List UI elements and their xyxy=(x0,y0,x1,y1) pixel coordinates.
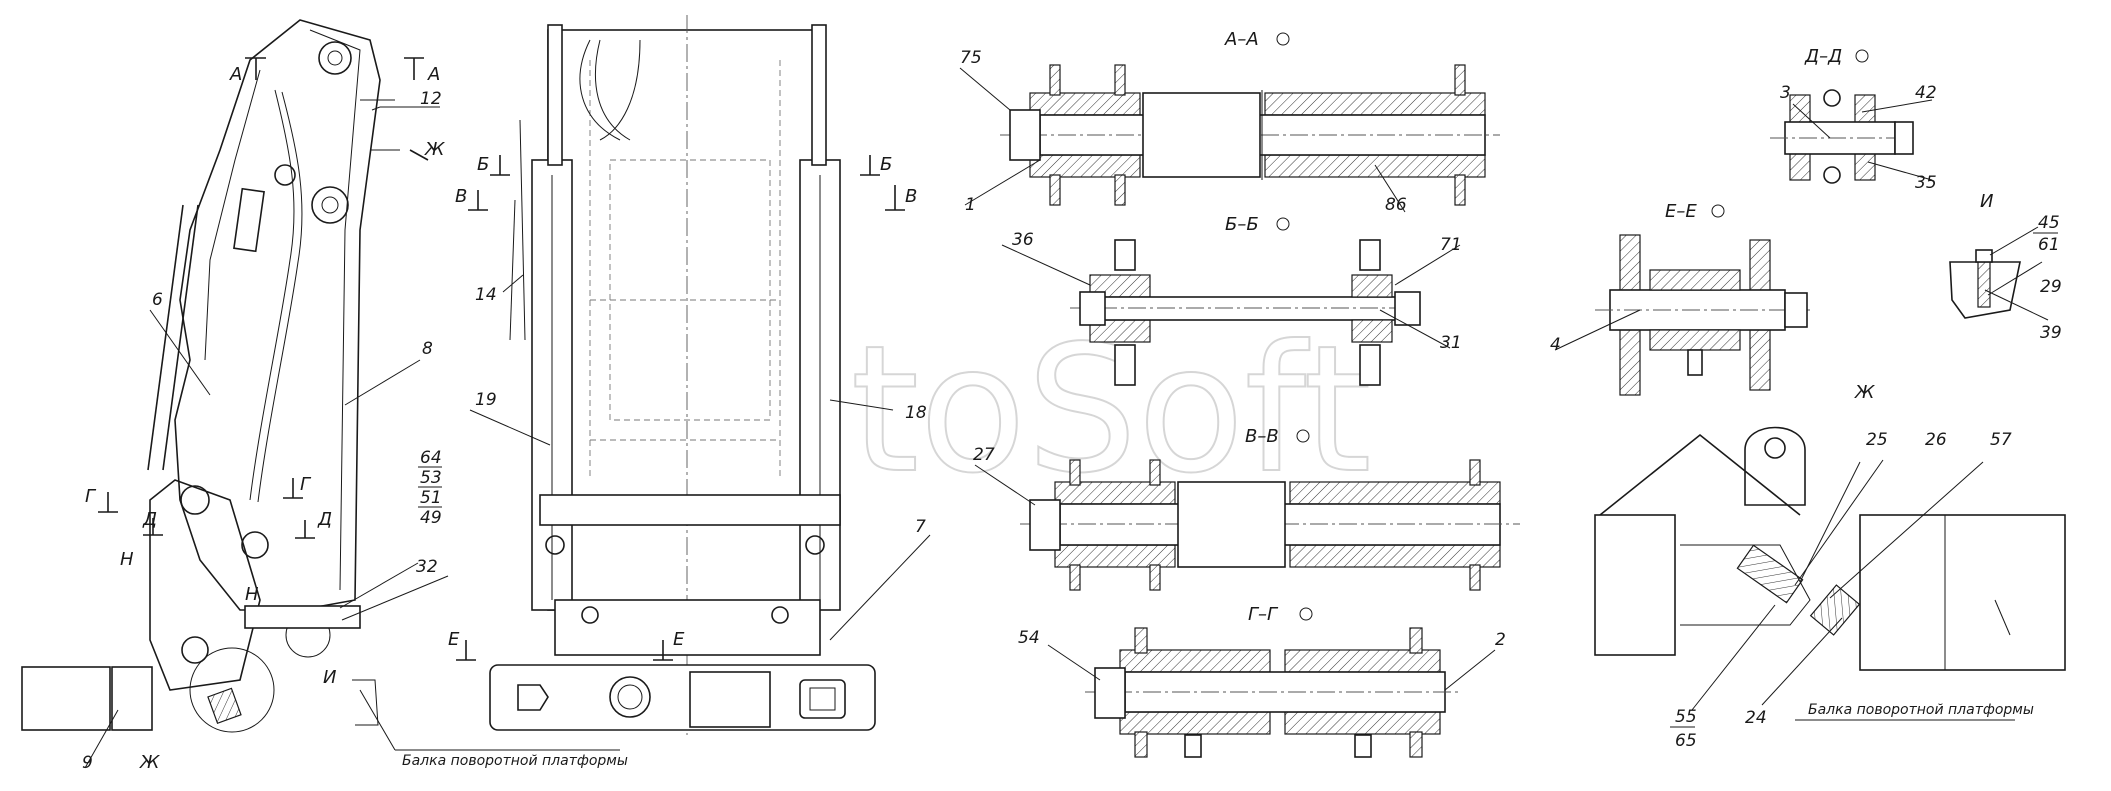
cut-mark-zh: Ж xyxy=(424,139,445,160)
callout-61: 61 xyxy=(2038,235,2060,255)
callout-8: 8 xyxy=(422,339,433,359)
callout-1: 1 xyxy=(965,195,976,215)
callout-19: 19 xyxy=(475,390,497,410)
section-aa xyxy=(1000,64,1500,206)
callout-9: 9 xyxy=(82,753,93,773)
section-vv xyxy=(1020,459,1520,591)
side-view xyxy=(21,19,400,733)
leader-lines xyxy=(84,67,2049,769)
cut-mark-n-left: Н xyxy=(120,549,134,570)
section-title-ee: Е–Е xyxy=(1665,201,1697,222)
cut-mark-zh-bottom: Ж xyxy=(139,752,160,773)
rotate-icon-gg xyxy=(1299,607,1313,621)
section-bb xyxy=(1070,239,1421,386)
callout-25: 25 xyxy=(1866,430,1888,450)
callout-53: 53 xyxy=(420,468,442,488)
callout-31: 31 xyxy=(1440,333,1462,353)
view-i xyxy=(1949,249,2021,319)
callout-57: 57 xyxy=(1990,430,2012,450)
section-title-bb: Б–Б xyxy=(1225,214,1259,235)
callout-stack-zh: 55 65 xyxy=(1670,707,1697,751)
cut-mark-v-right: В xyxy=(905,186,917,207)
callout-75: 75 xyxy=(960,48,982,68)
callout-stack-left: 64 53 51 49 xyxy=(418,448,442,528)
cut-mark-d-right: Д xyxy=(317,509,332,530)
note-beam-left: Балка поворотной платформы xyxy=(402,753,628,769)
section-title-dd: Д–Д xyxy=(1804,46,1842,67)
section-title-zh: Ж xyxy=(1854,382,1875,403)
cut-mark-n-right: Н xyxy=(245,584,259,605)
callout-2: 2 xyxy=(1495,630,1506,650)
callout-42: 42 xyxy=(1915,83,1937,103)
callout-7: 7 xyxy=(915,517,926,537)
rotate-icon-aa xyxy=(1276,32,1290,46)
section-gg xyxy=(1085,627,1460,758)
callout-55: 55 xyxy=(1675,707,1697,727)
callout-71: 71 xyxy=(1440,235,1462,255)
callout-14: 14 xyxy=(475,285,497,305)
section-dd xyxy=(1770,89,1914,184)
rotate-icon-vv xyxy=(1296,429,1310,443)
callout-3: 3 xyxy=(1780,83,1791,103)
cut-mark-i: И xyxy=(323,667,336,688)
callout-27: 27 xyxy=(973,445,995,465)
callout-29: 29 xyxy=(2040,277,2062,297)
section-title-vv: В–В xyxy=(1245,426,1279,447)
cut-mark-a-right: А xyxy=(427,64,440,85)
callout-6: 6 xyxy=(152,290,163,310)
callout-18: 18 xyxy=(905,403,927,423)
callout-54: 54 xyxy=(1018,628,1040,648)
cut-mark-e-left: Е xyxy=(448,629,460,650)
section-title-gg: Г–Г xyxy=(1248,604,1279,625)
cut-mark-e-right: Е xyxy=(673,629,685,650)
cut-mark-g-left: Г xyxy=(85,486,97,507)
rotate-icon-ee xyxy=(1711,204,1725,218)
cut-mark-g-right: Г xyxy=(300,474,312,495)
cut-mark-d-left: Д xyxy=(142,509,157,530)
view-zh xyxy=(1594,426,2066,671)
callout-86: 86 xyxy=(1385,195,1407,215)
callout-49: 49 xyxy=(420,508,442,528)
cut-mark-a-left: А xyxy=(229,64,242,85)
cut-mark-b-right: Б xyxy=(880,154,892,175)
section-ee xyxy=(1595,234,1810,396)
callout-stack-i: 45 61 xyxy=(2033,213,2060,255)
cut-mark-b-left: Б xyxy=(477,154,489,175)
cut-marks: А А Б Б В В Ж Г Г Д Д Н Н Е Е И Ж xyxy=(85,57,917,773)
callout-64: 64 xyxy=(420,448,442,468)
callout-51: 51 xyxy=(420,488,442,508)
callout-4: 4 xyxy=(1550,335,1561,355)
callout-39: 39 xyxy=(2040,323,2062,343)
callout-65: 65 xyxy=(1675,731,1697,751)
callout-36: 36 xyxy=(1012,230,1034,250)
section-title-i: И xyxy=(1980,191,1993,212)
callout-45: 45 xyxy=(2038,213,2060,233)
rotate-icon-bb xyxy=(1276,217,1290,231)
note-beam-right: Балка поворотной платформы xyxy=(1808,702,2034,718)
section-title-aa: А–А xyxy=(1224,29,1259,50)
callout-24: 24 xyxy=(1745,708,1767,728)
callout-26: 26 xyxy=(1925,430,1947,450)
callout-35: 35 xyxy=(1915,173,1937,193)
callout-32: 32 xyxy=(416,557,438,577)
front-view xyxy=(489,15,876,735)
cut-mark-v-left: В xyxy=(455,186,467,207)
rotate-icon-dd xyxy=(1855,49,1869,63)
callout-12: 12 xyxy=(420,89,442,109)
